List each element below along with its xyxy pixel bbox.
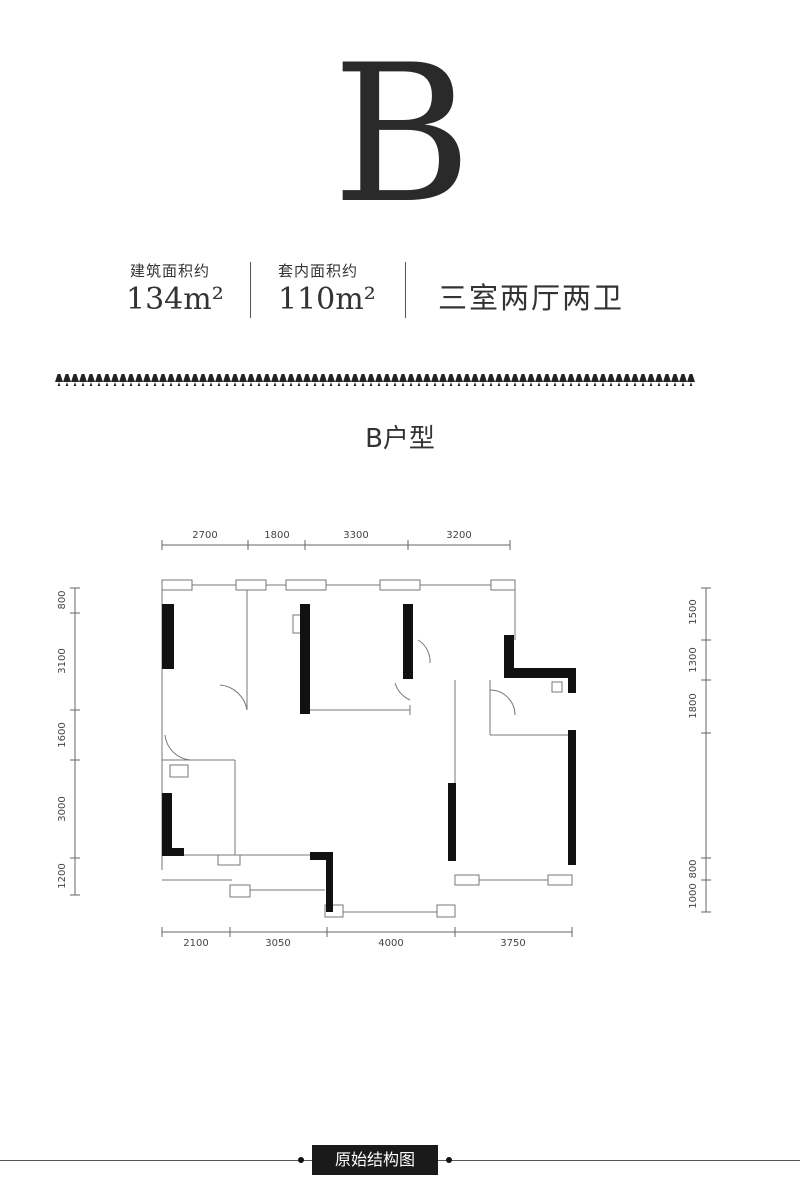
unit-type-letter: B [332,24,472,245]
dim-top-1: 2700 [192,530,217,541]
dim-left-1: 800 [57,590,68,609]
dim-top-3: 3300 [343,530,368,541]
footer-dot-left [298,1157,304,1163]
dim-left-3: 1600 [57,722,68,747]
dim-bottom-4: 3750 [500,938,525,949]
net-area-value: 110m² [278,282,376,317]
dim-left-5: 1200 [57,863,68,888]
gross-area-value: 134m² [126,282,224,317]
floor-plan: 2700 1800 3300 3200 2100 3050 4000 3750 … [57,530,711,949]
top-dimension-line [161,540,511,550]
dim-left-4: 3000 [57,796,68,821]
bottom-dimension-line [161,927,573,937]
stat-divider [405,262,406,318]
footer-dot-right [446,1157,452,1163]
net-area-label: 套内面积约 [278,262,359,280]
stat-divider [250,262,251,318]
dim-right-3: 1800 [688,693,699,718]
dim-right-4: 800 [688,859,699,878]
dim-bottom-2: 3050 [265,938,290,949]
dim-right-2: 1300 [688,647,699,672]
gross-area-label: 建筑面积约 [130,262,211,280]
footer-badge: 原始结构图 [312,1145,438,1175]
decorative-band [55,374,695,386]
dim-bottom-3: 4000 [378,938,403,949]
left-dimension-line [70,587,80,896]
dim-top-4: 3200 [446,530,471,541]
structural-walls [162,604,576,912]
room-layout: 三室两厅两卫 [438,281,625,315]
dim-right-1: 1500 [688,599,699,624]
dim-right-5: 1000 [688,883,699,908]
dim-left-2: 3100 [57,648,68,673]
thin-walls [161,579,573,918]
dim-top-2: 1800 [264,530,289,541]
dim-bottom-1: 2100 [183,938,208,949]
plan-title: B户型 [365,424,435,454]
right-dimension-line [701,587,711,913]
